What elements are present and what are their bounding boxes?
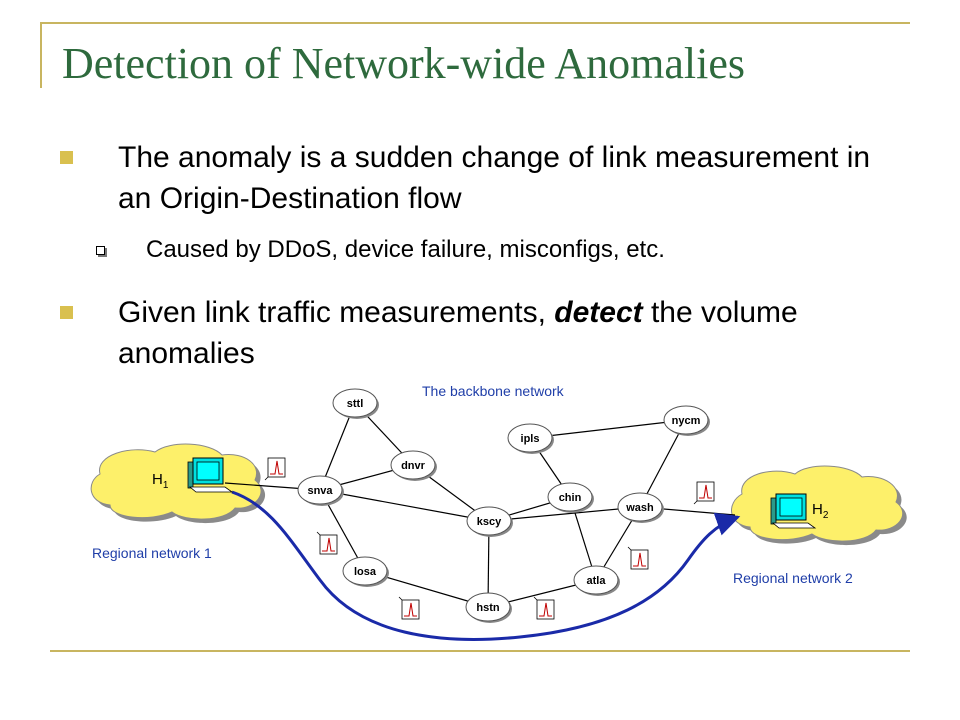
node-losa: losa [342,556,389,587]
hollow-square-bullet-icon [96,246,105,255]
node-label: chin [559,492,582,504]
node-label: dnvr [401,460,426,472]
host-2: H2 [770,493,829,529]
traffic-spike-icon [398,596,420,620]
node-label: ipls [521,433,540,445]
node-sttl: sttl [332,388,379,419]
node-kscy: kscy [466,506,513,537]
traffic-spike-icon [627,546,649,570]
backbone-network-label: The backbone network [422,383,565,399]
slide-title: Detection of Network-wide Anomalies [62,39,746,88]
node-atla: atla [573,565,620,596]
bullet-anomaly-definition: The anomaly is a sudden change of link m… [60,137,908,219]
top-rule [40,22,910,24]
node-dnvr: dnvr [390,450,437,481]
node-label: nycm [672,415,701,427]
regional-network-2-label: Regional network 2 [733,570,853,586]
bullet-square-icon [60,306,73,319]
traffic-spike-icon [316,531,338,555]
node-label: sttl [347,398,364,410]
host-1: H1 [152,457,234,493]
computer-icon [770,493,817,529]
sub-bullet-causes: Caused by DDoS, device failure, misconfi… [96,236,665,264]
bullet-detection-task: Given link traffic measurements, detect … [60,292,908,374]
traffic-spike-icon [533,596,555,620]
sub-bullet-text: Caused by DDoS, device failure, misconfi… [146,236,665,263]
node-label: snva [307,485,333,497]
node-nycm: nycm [663,405,710,436]
regional-network-1-label: Regional network 1 [92,545,212,561]
node-hstn: hstn [465,592,512,623]
host-2-label: H2 [812,501,829,521]
traffic-spike-icon [264,457,286,481]
left-rule [40,22,42,88]
bullet-text-prefix: Given link traffic measurements, [118,296,555,329]
od-flow-arrow [231,490,741,641]
node-label: hstn [476,602,500,614]
bottom-rule [50,650,910,652]
node-ipls: ipls [507,423,554,454]
node-snva: snva [297,475,344,506]
node-wash: wash [617,492,664,523]
network-diagram: sttl dnvr snva kscy losa hstn atla chin [90,383,907,641]
node-label: wash [625,502,654,514]
bullet-emphasis: detect [554,296,643,329]
bullet-text: The anomaly is a sudden change of link m… [118,141,871,215]
host-1-label: H1 [152,471,169,491]
traffic-spike-icon [693,481,715,505]
node-label: losa [354,566,377,578]
node-label: atla [587,575,607,587]
bullet-square-icon [60,151,73,164]
computer-icon [187,457,234,493]
node-chin: chin [547,482,594,513]
bullet-text-suffix: the volume anomalies [118,296,798,370]
node-label: kscy [477,516,502,528]
